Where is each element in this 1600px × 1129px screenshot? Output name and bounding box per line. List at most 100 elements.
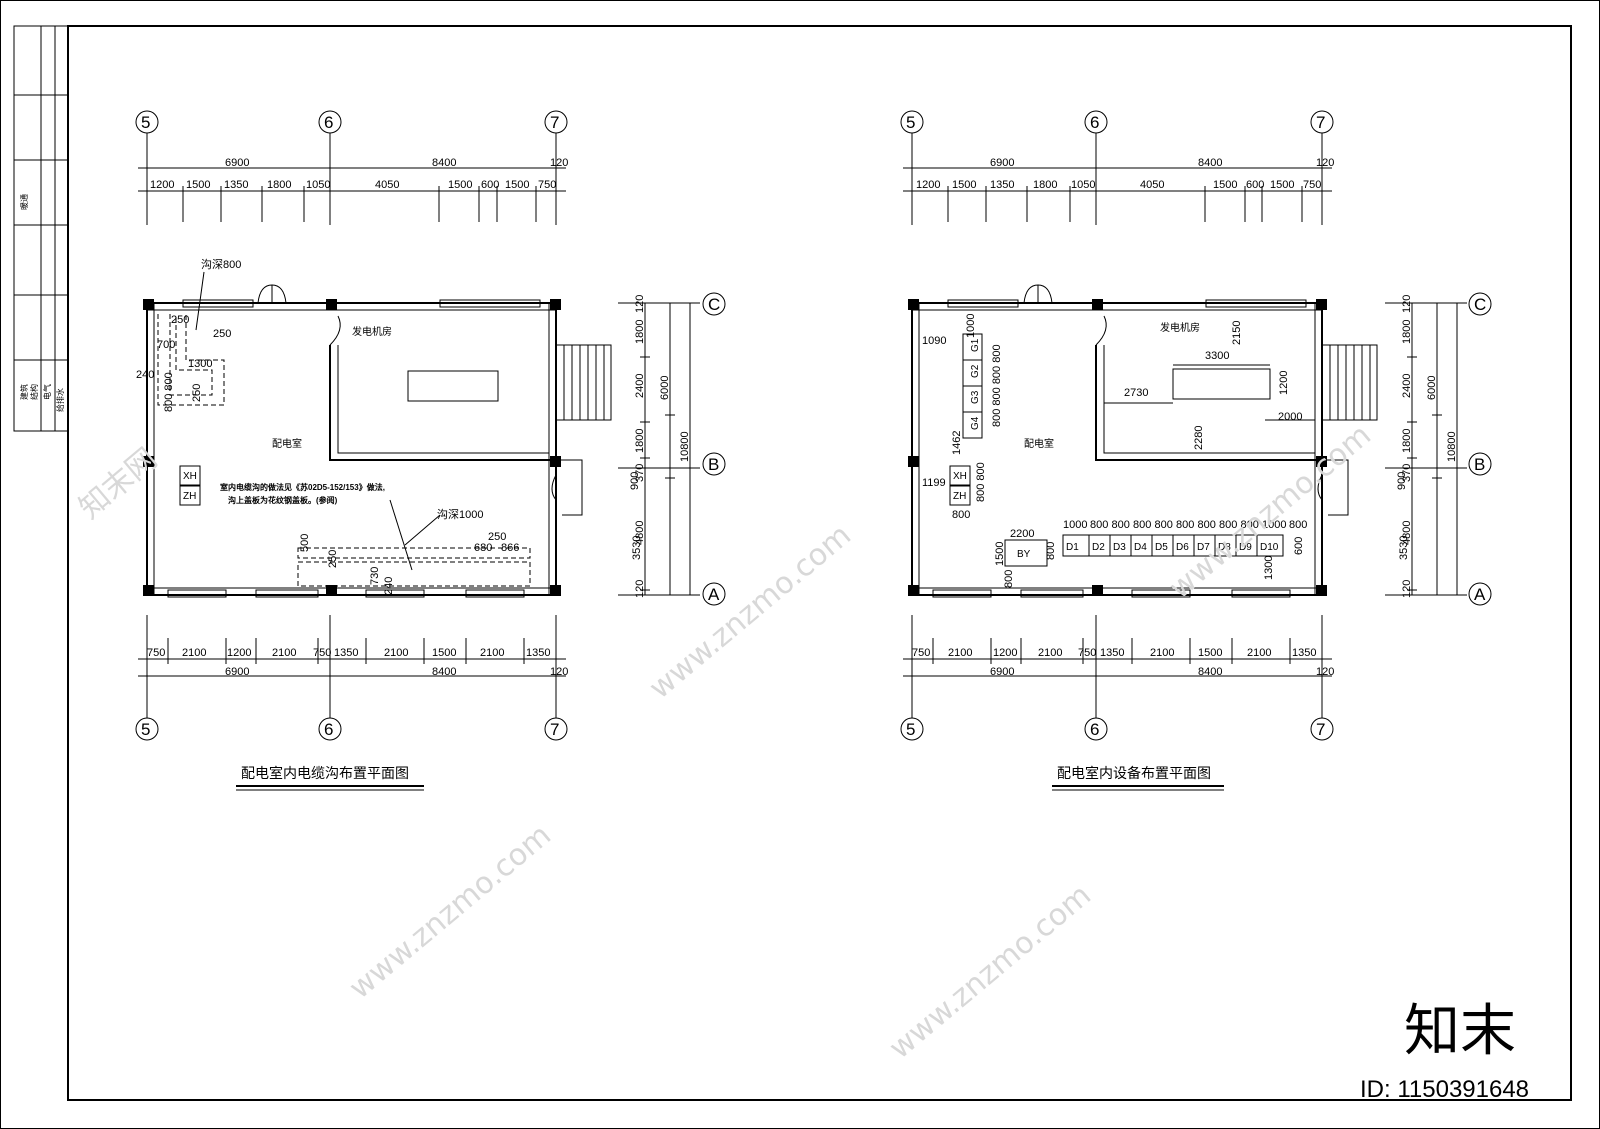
cable-trench-800: 沟深800 250 250 700 240 1300 800 800 250 [136,258,241,412]
svg-text:1800: 1800 [634,320,646,344]
d-cabinet-label-3: D3 [1113,542,1126,553]
svg-text:2400: 2400 [634,374,646,398]
svg-text:1500: 1500 [1198,647,1222,659]
svg-text:370: 370 [634,464,646,482]
d-dim-5: 800 [1155,519,1173,531]
svg-text:800: 800 [1045,542,1057,560]
axis-C-right: C [1468,292,1492,316]
svg-text:2200: 2200 [1010,528,1034,540]
gen-cabinet-g3: G3 [970,390,981,404]
svg-text:370: 370 [1401,464,1413,482]
gen-cabinet-g4: G4 [970,416,981,430]
watermark-site-5: 知末网 [73,441,164,526]
d-cabinet-label-2: D2 [1092,542,1105,553]
axis-7-top-r: 7 [1310,110,1334,134]
svg-text:2100: 2100 [948,647,972,659]
svg-text:B: B [1474,455,1485,474]
d-dim-11: 800 [1289,519,1307,531]
left-cabinet-zh: ZH [183,491,196,502]
svg-text:6: 6 [324,720,333,739]
title-block-label-2: 结构 [29,384,39,400]
watermark: www.znzmo.com www.znzmo.com www.znzmo.co… [73,418,1529,1103]
svg-text:750: 750 [1078,647,1096,659]
svg-text:1000: 1000 [965,314,977,338]
axis-7-top: 7 [544,110,568,134]
svg-text:1800: 1800 [267,179,291,191]
svg-text:2000: 2000 [1278,411,1302,423]
left-note-line2: 沟上盖板为花纹钢盖板。(参阅) [228,495,338,505]
svg-text:6000: 6000 [659,376,671,400]
svg-text:4800: 4800 [634,521,646,545]
left-stairs [555,344,612,421]
svg-text:1200: 1200 [916,179,940,191]
axis-6-bottom-r: 6 [1084,717,1108,741]
svg-text:2100: 2100 [1150,647,1174,659]
axis-7-bottom-r: 7 [1310,717,1334,741]
svg-text:6900: 6900 [990,157,1014,169]
svg-text:2100: 2100 [1038,647,1062,659]
svg-text:250: 250 [213,328,231,340]
axis-C-left: C [702,292,726,316]
svg-text:10800: 10800 [679,431,691,462]
svg-text:1300: 1300 [1263,556,1275,580]
svg-text:1800: 1800 [1401,320,1413,344]
svg-text:1500: 1500 [1213,179,1237,191]
axis-B-left: B [702,452,726,476]
d-dim-10: 1000 [1262,519,1286,531]
svg-text:C: C [1474,295,1486,314]
svg-text:1300: 1300 [188,358,212,370]
d-cabinet-label-9: D9 [1239,542,1252,553]
svg-text:3300: 3300 [1205,350,1229,362]
svg-text:1200: 1200 [1278,371,1290,395]
svg-text:2100: 2100 [480,647,504,659]
svg-text:800 800: 800 800 [975,462,987,502]
svg-text:800: 800 [952,509,970,521]
d-cabinet-label-4: D4 [1134,542,1147,553]
svg-text:1350: 1350 [990,179,1014,191]
d-dim-2: 800 [1090,519,1108,531]
svg-text:250: 250 [171,314,189,326]
d-cabinet-label-6: D6 [1176,542,1189,553]
svg-text:7: 7 [550,720,559,739]
svg-text:750: 750 [147,647,165,659]
svg-text:6: 6 [1090,720,1099,739]
svg-text:900: 900 [629,472,641,490]
svg-text:沟深1000: 沟深1000 [437,508,483,521]
svg-text:2730: 2730 [1124,387,1148,399]
right-stairs [1321,344,1378,421]
gen-cabinet-g1: G1 [970,338,981,352]
svg-text:2100: 2100 [384,647,408,659]
d-dim-6: 800 [1176,519,1194,531]
d-dim-7: 800 [1198,519,1216,531]
svg-text:600: 600 [1246,179,1264,191]
axis-6-bottom: 6 [318,717,342,741]
svg-text:750: 750 [1303,179,1321,191]
svg-text:1500: 1500 [432,647,456,659]
d-dim-9: 800 [1241,519,1259,531]
right-top-dim-ticks [911,186,1303,222]
svg-text:沟深800: 沟深800 [201,258,241,271]
svg-text:4800: 4800 [1401,521,1413,545]
svg-text:120: 120 [550,666,568,678]
svg-text:120: 120 [1401,580,1413,598]
left-cabinet-xh: XH [183,471,197,482]
axis-7-bottom: 7 [544,717,568,741]
d-cabinet-label-5: D5 [1155,542,1168,553]
svg-text:1350: 1350 [1100,647,1124,659]
svg-text:7: 7 [1316,720,1325,739]
svg-text:240: 240 [383,577,395,595]
svg-text:2150: 2150 [1231,321,1243,345]
svg-text:2100: 2100 [272,647,296,659]
svg-text:3530: 3530 [1398,536,1410,560]
svg-text:4050: 4050 [1140,179,1164,191]
right-bottom-dim-ticks [932,638,1291,664]
svg-text:1800: 1800 [1401,429,1413,453]
right-room-generator: 发电机房 [1160,321,1200,334]
axis-6-top-r: 6 [1084,110,1108,134]
left-plan: 5 6 7 6900 8400 120 1200 1500 1350 1800 … [135,110,726,791]
right-cabinet-zh: ZH [953,491,966,502]
svg-text:5: 5 [141,720,150,739]
title-block-label-3: 电气 [42,384,52,400]
svg-text:3530: 3530 [631,536,643,560]
